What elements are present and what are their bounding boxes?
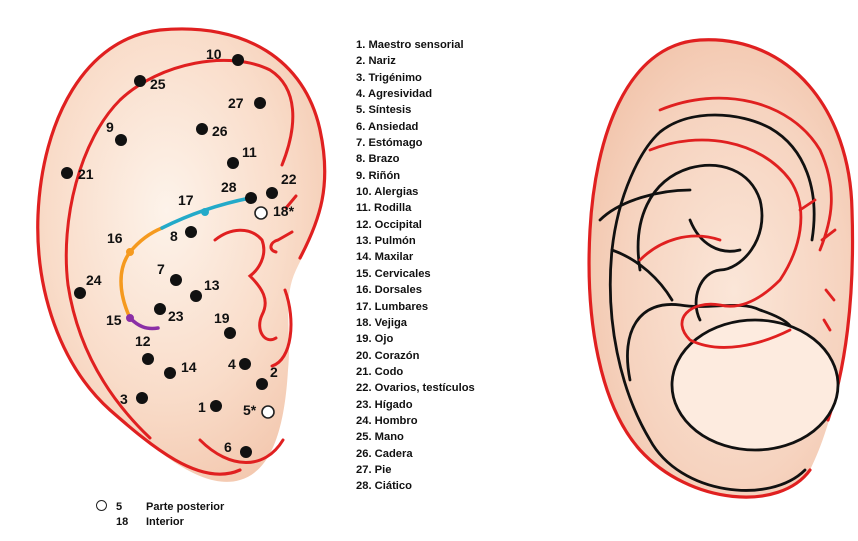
acupoint-15-label: 15 [106,312,122,328]
acupoint-16-label: 16 [107,230,123,246]
acupoint-7-label: 7 [157,261,165,277]
acupoint-2-dot [256,378,268,390]
legend-item: 10. Alergias [356,184,475,200]
acupoint-5-dot [262,406,274,418]
acupoint-26-dot [196,123,208,135]
legend-item: 27. Pie [356,462,475,478]
spine-node-lumbar [201,208,209,216]
legend-item: 4. Agresividad [356,86,475,102]
note-number: 18 [116,515,128,530]
legend-item: 28. Ciático [356,478,475,494]
acupoint-21-label: 21 [78,166,94,182]
acupoint-3-label: 3 [120,391,128,407]
legend-item: 17. Lumbares [356,299,475,315]
acupoint-25-label: 25 [150,76,166,92]
acupoint-23-label: 23 [168,308,184,324]
acupoint-9-dot [115,134,127,146]
right-ear-diagram [589,40,852,497]
acupoint-13-dot [190,290,202,302]
acupoint-12-label: 12 [135,333,151,349]
acupoint-6-label: 6 [224,439,232,455]
legend-item: 12. Occipital [356,217,475,233]
note-number: 5 [116,500,122,515]
legend-item: 2. Nariz [356,53,475,69]
acupoint-12-dot [142,353,154,365]
acupoint-25-dot [134,75,146,87]
acupoint-14-label: 14 [181,359,197,375]
acupoint-24-label: 24 [86,272,102,288]
acupoint-10-dot [232,54,244,66]
acupoint-21-dot [61,167,73,179]
legend-item: 1. Maestro sensorial [356,37,475,53]
legend-item: 26. Cadera [356,446,475,462]
acupoint-8-label: 8 [170,228,178,244]
acupoint-19-label: 19 [214,310,230,326]
legend-item: 7. Estómago [356,135,475,151]
spine-node-dorsal [126,248,134,256]
acupoint-27-dot [254,97,266,109]
acupoint-28-dot [245,192,257,204]
note-text: Interior [146,515,184,530]
legend-item: 24. Hombro [356,413,475,429]
acupoint-11-label: 11 [242,144,257,160]
acupoint-13-label: 13 [204,277,220,293]
legend-item: 22. Ovarios, testículos [356,380,475,396]
acupoint-18-label: 18* [273,203,295,219]
acupoint-17-label: 17 [178,192,194,208]
acupoint-14-dot [164,367,176,379]
note-text: Parte posterior [146,500,224,515]
legend-item: 16. Dorsales [356,282,475,298]
acupoint-9-label: 9 [106,119,114,135]
acupoint-22-dot [266,187,278,199]
acupoint-5-label: 5* [243,402,257,418]
acupoint-4-label: 4 [228,356,236,372]
acupoint-23-dot [154,303,166,315]
legend-item: 8. Brazo [356,151,475,167]
acupoint-18-dot [255,207,267,219]
acupoint-7-dot [170,274,182,286]
legend-item: 15. Cervicales [356,266,475,282]
legend-item: 11. Rodilla [356,200,475,216]
legend-item: 18. Vejiga [356,315,475,331]
acupoint-26-label: 26 [212,123,228,139]
acupoint-1-dot [210,400,222,412]
legend-item: 3. Trigénimo [356,70,475,86]
legend-item: 23. Hígado [356,397,475,413]
right-ear-lobe-outline [672,320,838,450]
legend-item: 20. Corazón [356,348,475,364]
legend-item: 14. Maxilar [356,249,475,265]
legend-item: 19. Ojo [356,331,475,347]
acupoint-3-dot [136,392,148,404]
legend-item: 13. Pulmón [356,233,475,249]
acupoint-28-label: 28 [221,179,237,195]
legend-item: 25. Mano [356,429,475,445]
acupoint-27-label: 27 [228,95,244,111]
acupoint-24-dot [74,287,86,299]
acupoint-4-dot [239,358,251,370]
legend-item: 9. Riñón [356,168,475,184]
left-ear-skin [38,29,325,482]
legend-item: 21. Codo [356,364,475,380]
legend-item: 5. Síntesis [356,102,475,118]
acupoint-8-dot [185,226,197,238]
acupoint-2-label: 2 [270,364,278,380]
hollow-circle-icon [96,500,107,511]
acupoint-22-label: 22 [281,171,297,187]
acupoint-1-label: 1 [198,399,206,415]
acupoint-6-dot [240,446,252,458]
acupoint-11-dot [227,157,239,169]
acupoint-10-label: 10 [206,46,222,62]
legend-item: 6. Ansiedad [356,119,475,135]
acupoint-19-dot [224,327,236,339]
spine-node-cervical [126,314,134,322]
